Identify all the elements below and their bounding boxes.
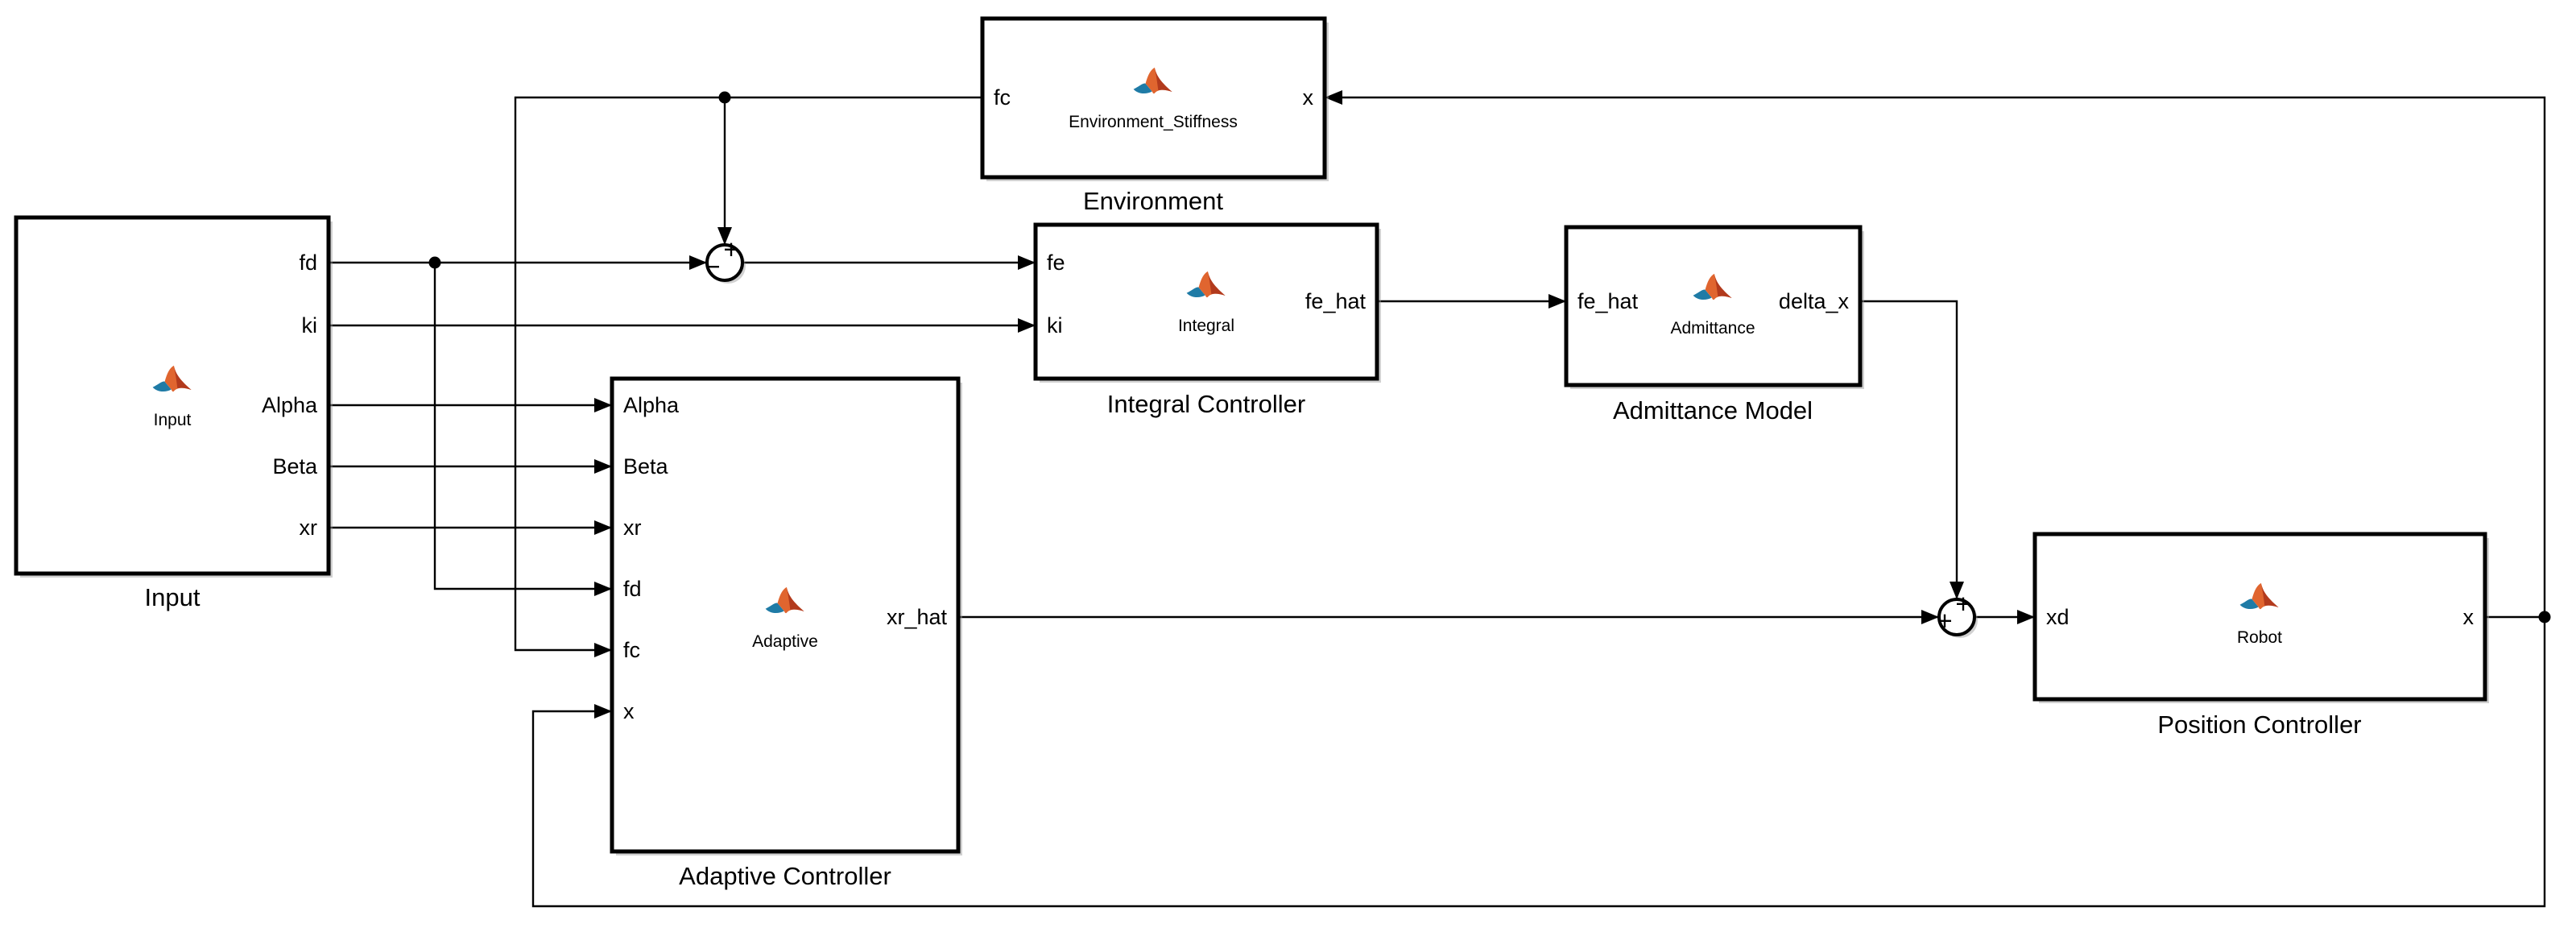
block-input[interactable]: Input fd ki Alpha Beta xr Input [14, 215, 333, 611]
arrow-sum2-top [1950, 582, 1964, 599]
arrow-sum1-left [689, 255, 707, 270]
arrow-adaptive-fd [594, 582, 612, 596]
port-label-admittance-fehat: fe_hat [1577, 289, 1639, 313]
block-position-body[interactable] [2032, 532, 2487, 702]
port-label-input-ki: ki [302, 313, 318, 338]
wire-x-feedback-to-adaptive[interactable] [531, 617, 2546, 908]
block-position-controller[interactable]: Robot xd x Position Controller [2032, 532, 2489, 739]
sum1-circle[interactable] [705, 243, 744, 282]
port-label-position-x: x [2463, 605, 2475, 629]
arrow-environment-x [1325, 90, 1342, 105]
port-label-adaptive-beta: Beta [623, 454, 669, 478]
arrow-adaptive-beta [594, 459, 612, 474]
port-label-admittance-deltax: delta_x [1779, 289, 1850, 313]
arrow-adaptive-x [594, 704, 612, 719]
block-admittance-body[interactable] [1564, 225, 1863, 387]
block-label-input: Input [145, 583, 201, 611]
block-environment-body[interactable] [980, 16, 1327, 180]
wire-fd-branch-to-adaptive[interactable] [433, 263, 612, 590]
sum2-left-sign: + [1937, 606, 1952, 636]
block-integral-body[interactable] [1033, 222, 1379, 381]
block-adaptive-body[interactable] [610, 376, 961, 854]
block-input-body[interactable] [14, 215, 331, 576]
arrowheads [594, 90, 2035, 719]
sum2-circle[interactable] [1937, 598, 1976, 636]
port-label-integral-fehat: fe_hat [1305, 289, 1367, 313]
block-label-admittance: Admittance Model [1613, 396, 1813, 425]
wire-deltax-to-sum2[interactable] [1860, 300, 1958, 599]
arrow-sum1-top [717, 227, 732, 245]
block-position-icon-caption: Robot [2237, 628, 2282, 647]
arrow-adaptive-alpha [594, 398, 612, 412]
port-label-adaptive-xrhat: xr_hat [887, 605, 948, 629]
junction-dots [428, 91, 2551, 623]
block-input-icon-caption: Input [154, 411, 192, 429]
arrow-admittance-fehat [1548, 294, 1566, 309]
wire-fc-to-adaptive[interactable] [514, 96, 982, 652]
arrow-adaptive-xr [594, 520, 612, 535]
sum2-top-sign: + [1955, 589, 1970, 619]
arrow-adaptive-fc [594, 643, 612, 657]
arrow-integral-fe [1018, 255, 1036, 270]
arrow-sum2-left [1921, 610, 1939, 624]
block-label-integral: Integral Controller [1107, 390, 1305, 418]
port-label-position-xd: xd [2046, 605, 2069, 629]
port-label-adaptive-xr: xr [623, 516, 642, 540]
port-label-integral-fe: fe [1047, 251, 1065, 275]
arrow-integral-ki [1018, 318, 1036, 333]
wires [329, 96, 2546, 908]
junction-dot-fc-branch [718, 91, 731, 104]
block-label-adaptive: Adaptive Controller [679, 862, 891, 890]
block-environment-icon-caption: Environment_Stiffness [1069, 113, 1238, 131]
port-label-input-xr: xr [300, 516, 318, 540]
block-adaptive-icon-caption: Adaptive [752, 632, 818, 651]
block-admittance-model[interactable]: Admittance fe_hat delta_x Admittance Mod… [1564, 225, 1864, 425]
block-label-environment: Environment [1083, 187, 1223, 215]
port-label-environment-fc: fc [994, 85, 1011, 110]
sum2-junction[interactable]: + + [1937, 589, 1978, 638]
sum1-junction[interactable]: + − [705, 234, 746, 284]
port-label-input-fd: fd [299, 251, 317, 275]
port-label-integral-ki: ki [1047, 313, 1063, 338]
sum1-top-sign: + [723, 234, 738, 264]
port-label-adaptive-fd: fd [623, 577, 642, 601]
port-label-environment-x: x [1303, 85, 1314, 110]
junction-dot-fd-branch [428, 256, 441, 269]
arrow-position-xd [2017, 610, 2035, 624]
block-integral-icon-caption: Integral [1178, 317, 1234, 335]
port-label-input-beta: Beta [272, 454, 318, 478]
block-integral-controller[interactable]: Integral fe ki fe_hat Integral Controlle… [1033, 222, 1381, 418]
port-label-adaptive-x: x [623, 699, 635, 723]
port-label-input-alpha: Alpha [262, 393, 318, 417]
block-adaptive-controller[interactable]: Adaptive Alpha Beta xr fd fc x xr_hat Ad… [610, 376, 962, 890]
block-environment[interactable]: Environment_Stiffness fc x Environment [980, 16, 1329, 215]
junction-dot-x-branch [2538, 611, 2551, 623]
block-label-position: Position Controller [2157, 710, 2361, 739]
port-label-adaptive-fc: fc [623, 638, 640, 662]
port-label-adaptive-alpha: Alpha [623, 393, 680, 417]
block-admittance-icon-caption: Admittance [1670, 319, 1755, 338]
sum1-left-sign: − [705, 251, 720, 281]
wire-x-feedback-to-environment[interactable] [1342, 96, 2546, 617]
